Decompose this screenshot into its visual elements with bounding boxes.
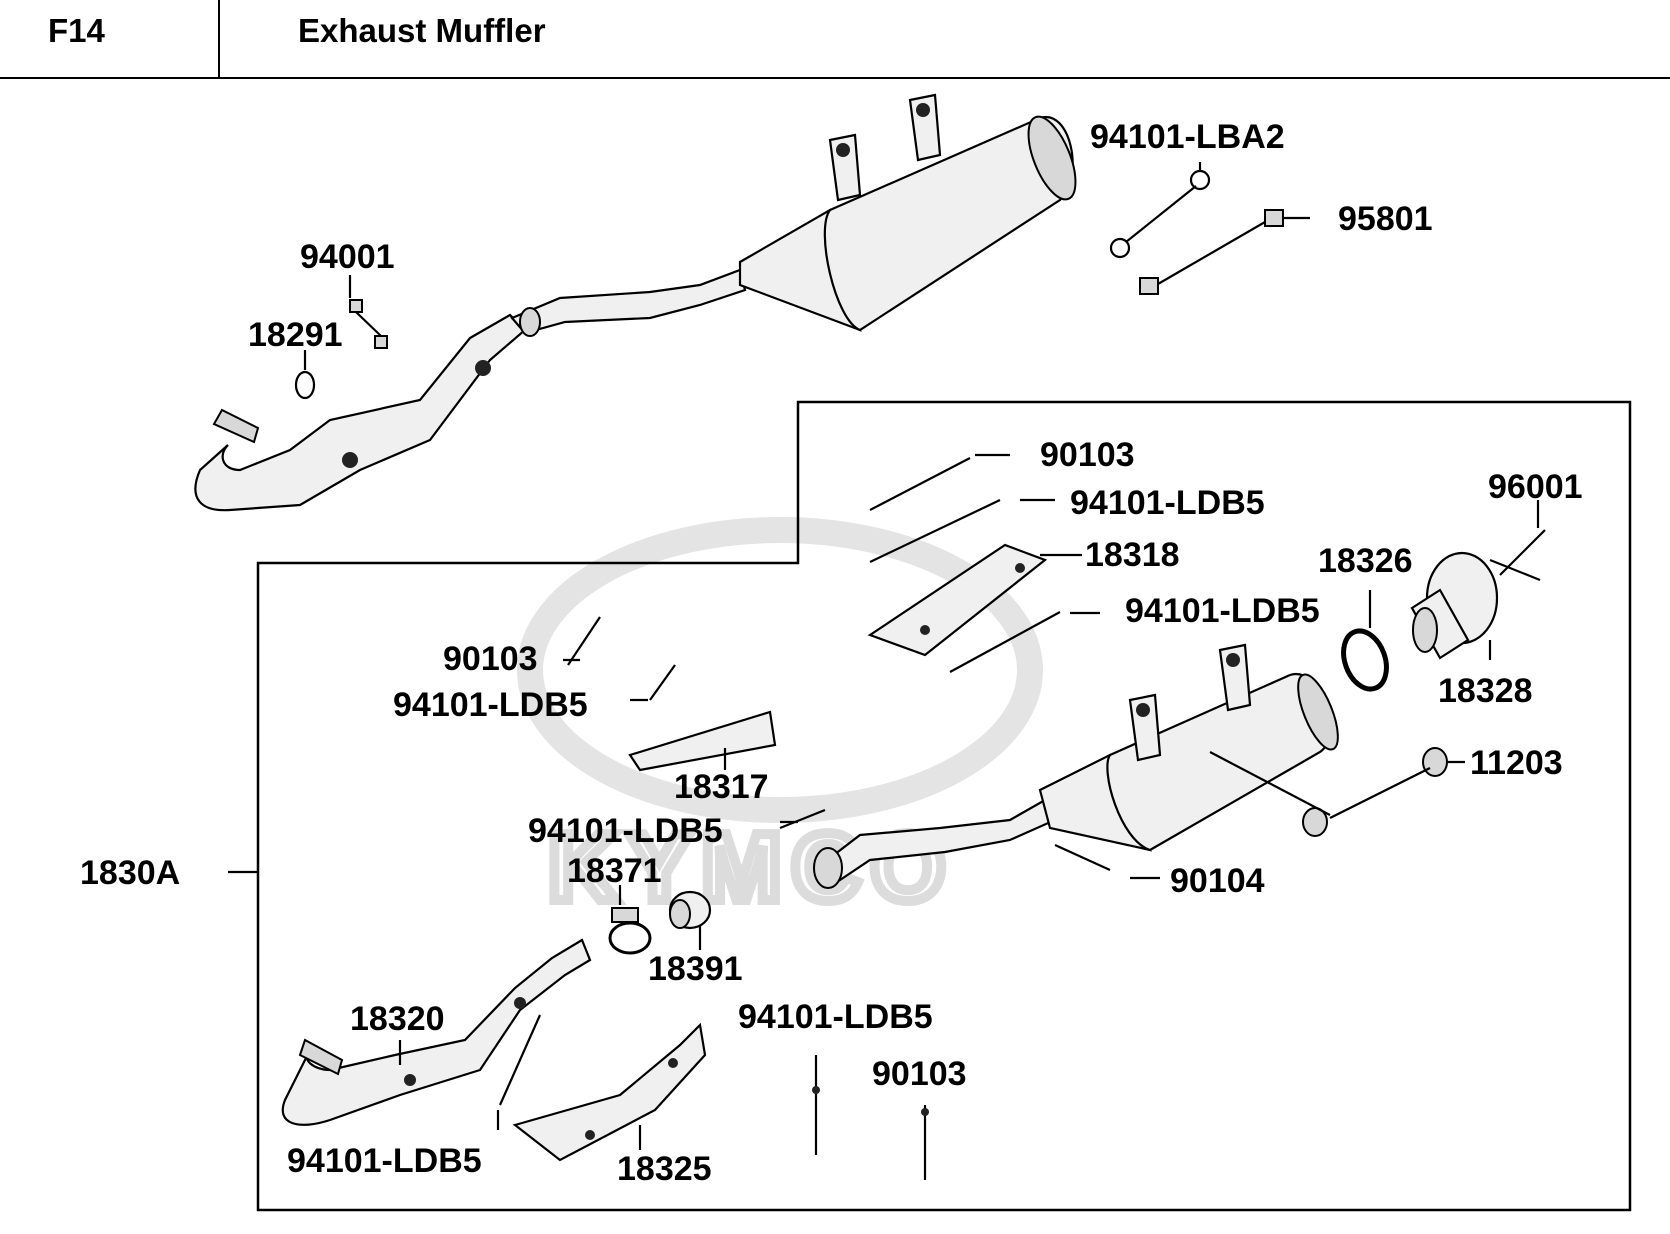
top-muffler-assembly (194, 93, 1077, 512)
label-18291: 18291 (248, 316, 343, 354)
gasket-18391 (668, 890, 712, 950)
assembly-1830a-boundary (256, 400, 1632, 1212)
heat-shield-18325 (512, 1022, 707, 1162)
label-90103-a: 90103 (1040, 436, 1135, 474)
label-11203: 11203 (1470, 744, 1563, 782)
section-title: Exhaust Muffler (298, 12, 546, 49)
heat-shield-18318 (867, 457, 1061, 673)
label-18318: 18318 (1085, 536, 1180, 574)
label-18325: 18325 (617, 1150, 712, 1188)
label-18317: 18317 (674, 768, 769, 806)
header-rule (0, 77, 1670, 79)
label-1830a: 1830A (80, 854, 180, 892)
watermark-text: KYMCO (548, 814, 955, 921)
damper-11203 (1209, 747, 1465, 837)
kymco-watermark: KYMCO (517, 517, 1043, 926)
clamp-18371 (608, 885, 652, 955)
label-18328: 18328 (1438, 672, 1533, 710)
label-94101-ldb5-a: 94101-LDB5 (1070, 484, 1265, 522)
gasket-18326 (1341, 590, 1389, 692)
header-divider (218, 0, 220, 78)
loose-fasteners (812, 843, 1160, 1180)
label-18371: 18371 (567, 852, 662, 890)
label-90104: 90104 (1170, 862, 1265, 900)
label-90103-b: 90103 (443, 640, 538, 678)
label-94101-ldb5-d: 94101-LDB5 (528, 812, 723, 850)
muffler-1830a (813, 643, 1339, 889)
callout-leaders (303, 162, 1540, 824)
label-18391: 18391 (648, 950, 743, 988)
label-94101-ldb5-b: 94101-LDB5 (1125, 592, 1320, 630)
tail-pipe-18328 (1410, 529, 1546, 660)
label-18326: 18326 (1318, 542, 1413, 580)
label-94101-ldb5-c: 94101-LDB5 (393, 686, 588, 724)
label-94101-lba2: 94101-LBA2 (1090, 118, 1285, 156)
label-94001: 94001 (300, 238, 395, 276)
label-96001: 96001 (1488, 468, 1583, 506)
label-95801: 95801 (1338, 200, 1433, 238)
label-94101-ldb5-f: 94101-LDB5 (287, 1142, 482, 1180)
label-18320: 18320 (350, 1000, 445, 1038)
section-code: F14 (48, 12, 105, 49)
label-94101-ldb5-e: 94101-LDB5 (738, 998, 933, 1036)
page-header: F14 Exhaust Muffler (0, 0, 1670, 79)
header-pipe-18320 (281, 938, 592, 1130)
heat-shield-18317 (567, 616, 826, 830)
label-90103-c: 90103 (872, 1055, 967, 1093)
